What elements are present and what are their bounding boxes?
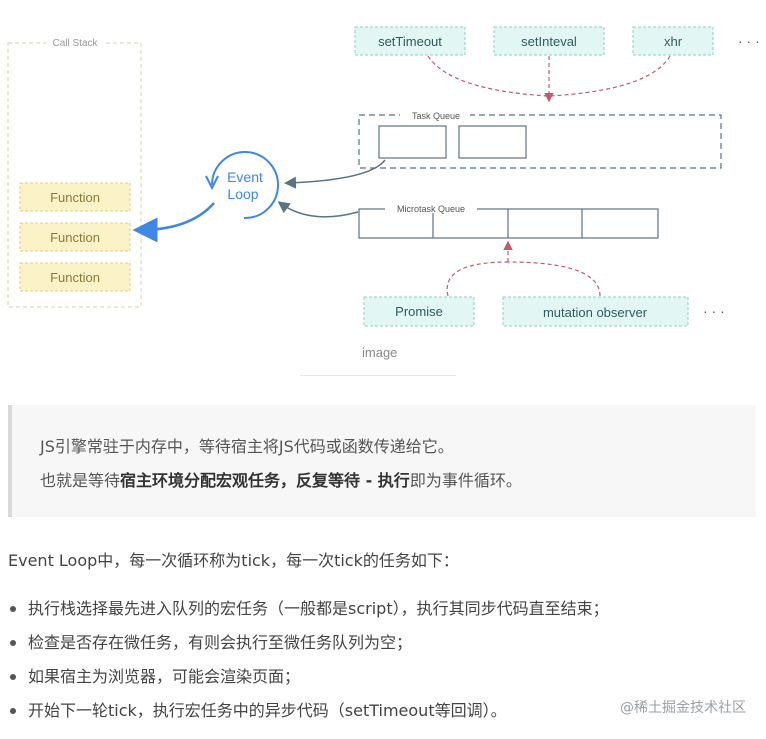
- task-list: 执行栈选择最先进入队列的宏任务（一般都是script），执行其同步代码直至结束；…: [8, 598, 609, 734]
- event-loop-text-2: Loop: [227, 186, 258, 202]
- list-item-text: 开始下一轮tick，执行宏任务中的异步代码（setTimeout等回调）。: [28, 701, 507, 720]
- source-settimeout: setTimeout: [354, 26, 466, 56]
- macro-ellipsis: · · ·: [738, 33, 760, 49]
- list-item: 检查是否存在微任务，有则会执行至微任务队列为空；: [8, 632, 609, 666]
- bullet: [10, 674, 16, 680]
- function-label: Function: [50, 270, 100, 285]
- list-item-text: 执行栈选择最先进入队列的宏任务（一般都是script），执行其同步代码直至结束；: [28, 599, 609, 618]
- task-slot: [458, 125, 527, 159]
- quote-bold: 宿主环境分配宏观任务，反复等待 - 执行: [120, 471, 410, 490]
- bullet: [10, 606, 16, 612]
- micro-ellipsis: · · ·: [703, 303, 725, 319]
- task-queue: Task Queue: [358, 110, 722, 169]
- bullet: [10, 640, 16, 646]
- event-loop-diagram: Call Stack Function Function Function Ev…: [7, 26, 760, 327]
- function-1: Function: [19, 182, 131, 212]
- list-item: 如果宿主为浏览器，可能会渲染页面；: [8, 666, 609, 700]
- microtask-queue-label: Microtask Queue: [397, 204, 465, 214]
- source-label: xhr: [664, 34, 683, 49]
- list-item: 执行栈选择最先进入队列的宏任务（一般都是script），执行其同步代码直至结束；: [8, 598, 609, 632]
- call-stack: Call Stack: [7, 37, 142, 308]
- microtask-to-loop-arrow: [277, 201, 359, 218]
- source-xhr: xhr: [632, 26, 714, 56]
- list-item-text: 如果宿主为浏览器，可能会渲染页面；: [28, 667, 301, 686]
- image-caption: image: [362, 345, 398, 360]
- source-label: setTimeout: [378, 34, 442, 49]
- bullet: [10, 708, 16, 714]
- blockquote: JS引擎常驻于内存中，等待宿主将JS代码或函数传递给它。 也就是等待宿主环境分配…: [8, 405, 756, 517]
- source-promise: Promise: [363, 296, 475, 327]
- source-label: Promise: [395, 304, 443, 319]
- function-label: Function: [50, 190, 100, 205]
- function-label: Function: [50, 230, 100, 245]
- event-loop-circle: Event Loop: [205, 151, 279, 220]
- caption-divider: [300, 375, 456, 376]
- source-label: setInteval: [521, 34, 577, 49]
- source-setinteval: setInteval: [493, 26, 605, 56]
- micro-arrows: [446, 240, 601, 297]
- microtask-queue: Microtask Queue: [358, 203, 659, 239]
- paragraph: Event Loop中，每一次循环称为tick，每一次tick的任务如下：: [8, 551, 459, 570]
- macro-arrows: [427, 55, 671, 103]
- task-to-loop-arrow: [284, 159, 386, 189]
- function-3: Function: [19, 262, 131, 292]
- call-stack-label: Call Stack: [52, 38, 98, 49]
- watermark: @稀土掘金技术社区: [620, 700, 746, 716]
- quote-line-1: JS引擎常驻于内存中，等待宿主将JS代码或函数传递给它。: [40, 437, 454, 456]
- quote-suffix: 即为事件循环。: [409, 471, 522, 490]
- task-slot: [378, 125, 447, 159]
- event-loop-text-1: Event: [227, 169, 263, 185]
- event-loop-to-stack-arrow: [132, 202, 215, 243]
- source-mutation-observer: mutation observer: [502, 296, 689, 327]
- list-item-text: 检查是否存在微任务，有则会执行至微任务队列为空；: [28, 633, 413, 652]
- list-item: 开始下一轮tick，执行宏任务中的异步代码（setTimeout等回调）。: [8, 700, 609, 734]
- quote-prefix: 也就是等待: [40, 471, 121, 490]
- function-2: Function: [19, 222, 131, 252]
- quote-line-2: 也就是等待宿主环境分配宏观任务，反复等待 - 执行即为事件循环。: [40, 467, 522, 491]
- source-label: mutation observer: [543, 305, 648, 320]
- task-queue-label: Task Queue: [412, 111, 460, 121]
